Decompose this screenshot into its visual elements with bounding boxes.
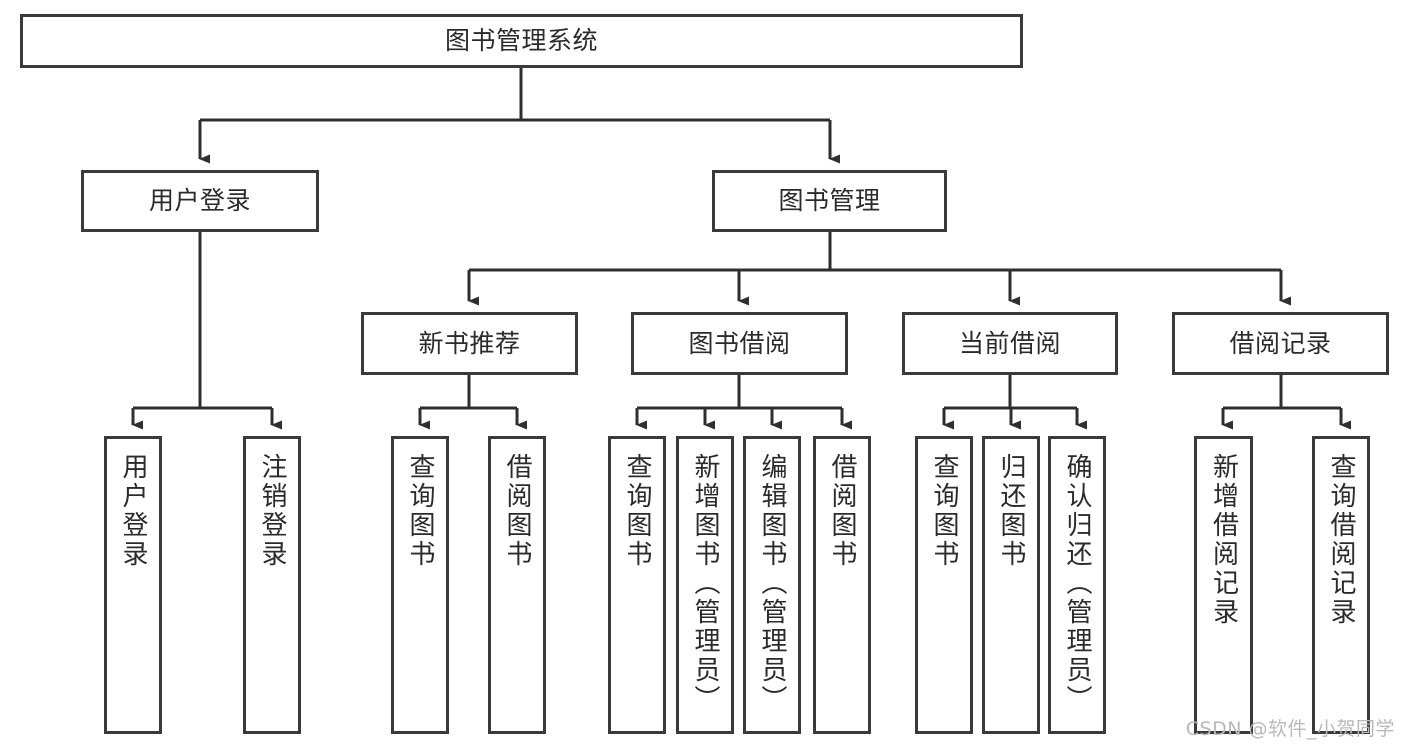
node-leaf-query-book-current[interactable]: 查询图书 (915, 436, 973, 734)
node-leaf-add-borrow-record[interactable]: 新增借阅记录 (1194, 436, 1253, 734)
node-label: 确认归还（管理员） (1062, 453, 1092, 714)
node-leaf-edit-book-admin[interactable]: 编辑图书（管理员） (743, 436, 801, 734)
node-leaf-query-borrow-record[interactable]: 查询借阅记录 (1312, 436, 1370, 734)
node-leaf-confirm-return-admin[interactable]: 确认归还（管理员） (1048, 436, 1106, 734)
node-label: 查询图书 (622, 453, 652, 569)
node-label: 借阅图书 (502, 453, 532, 569)
node-label: 新书推荐 (418, 328, 521, 358)
node-current-borrow[interactable]: 当前借阅 (902, 312, 1118, 375)
node-leaf-user-login[interactable]: 用户登录 (104, 436, 162, 734)
node-label: 归还图书 (996, 453, 1026, 569)
node-leaf-borrow-book[interactable]: 借阅图书 (813, 436, 871, 734)
node-book-management[interactable]: 图书管理 (712, 170, 947, 232)
node-label: 用户登录 (148, 186, 251, 216)
node-label: 图书管理 (778, 186, 881, 216)
node-label: 查询图书 (405, 453, 435, 569)
node-root-system[interactable]: 图书管理系统 (20, 14, 1023, 68)
node-user-login[interactable]: 用户登录 (81, 170, 319, 232)
node-label: 图书管理系统 (444, 26, 598, 56)
node-label: 编辑图书（管理员） (757, 453, 787, 714)
node-label: 查询图书 (929, 453, 959, 569)
node-label: 借阅图书 (827, 453, 857, 569)
node-label: 查询借阅记录 (1326, 453, 1356, 627)
node-leaf-query-book-borrow[interactable]: 查询图书 (608, 436, 666, 734)
node-leaf-borrow-book-new[interactable]: 借阅图书 (488, 436, 546, 734)
node-label: 注销登录 (257, 453, 287, 569)
node-leaf-logout[interactable]: 注销登录 (243, 436, 301, 734)
node-leaf-query-book-new[interactable]: 查询图书 (391, 436, 449, 734)
node-borrow-record[interactable]: 借阅记录 (1172, 312, 1389, 375)
csdn-watermark: CSDN @软件_小贺同学 (1185, 718, 1395, 740)
node-label: 图书借阅 (688, 328, 791, 358)
node-new-book-recommendation[interactable]: 新书推荐 (361, 312, 578, 375)
node-leaf-return-book[interactable]: 归还图书 (982, 436, 1040, 734)
node-label: 用户登录 (118, 453, 148, 569)
node-book-borrow[interactable]: 图书借阅 (631, 312, 848, 375)
node-label: 当前借阅 (958, 328, 1061, 358)
node-label: 新增借阅记录 (1208, 453, 1239, 627)
node-leaf-add-book-admin[interactable]: 新增图书（管理员） (676, 436, 734, 734)
node-label: 新增图书（管理员） (690, 453, 720, 714)
node-label: 借阅记录 (1229, 328, 1332, 358)
